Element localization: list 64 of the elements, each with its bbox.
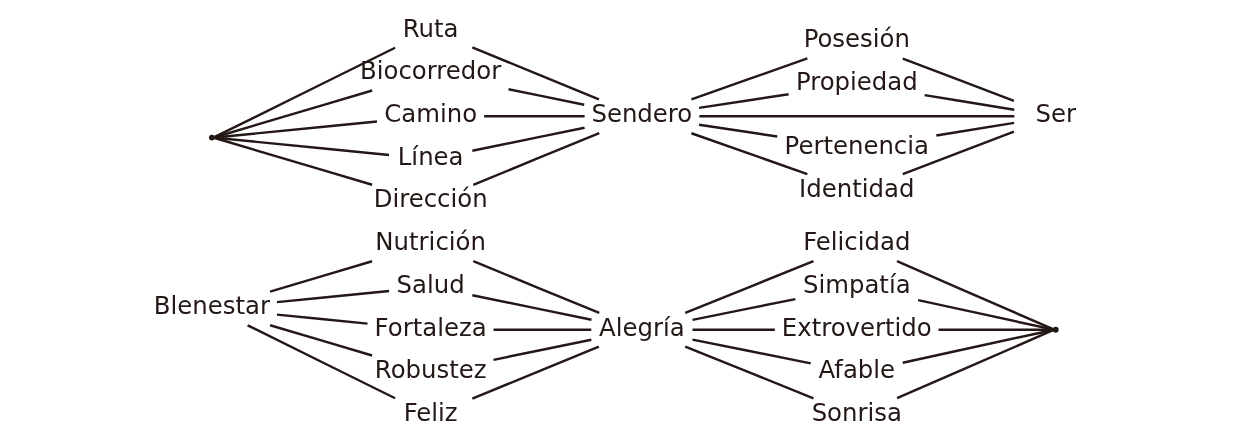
node-text: Blenestar bbox=[153, 291, 270, 321]
node-text: Simpatía bbox=[802, 269, 911, 299]
connector bbox=[902, 328, 1053, 364]
node-text: Biocorredor bbox=[359, 56, 501, 86]
connector bbox=[698, 93, 789, 110]
connector bbox=[213, 89, 372, 139]
node-text: Ruta bbox=[402, 13, 459, 43]
node-text: Dirección bbox=[373, 184, 488, 214]
node-text: Pertenencia bbox=[784, 131, 929, 161]
connector bbox=[492, 338, 592, 362]
node-text: Propiedad bbox=[795, 67, 918, 97]
connector bbox=[471, 345, 599, 400]
node-text: Línea bbox=[397, 141, 464, 171]
node-text: Identidad bbox=[798, 173, 914, 203]
connector bbox=[472, 132, 600, 186]
connector bbox=[276, 313, 368, 325]
connector bbox=[896, 329, 1054, 400]
connector bbox=[276, 289, 389, 304]
connector bbox=[684, 345, 814, 400]
node-text: Fortaleza bbox=[374, 312, 487, 342]
connector bbox=[935, 121, 1014, 137]
connector bbox=[691, 338, 811, 365]
connector bbox=[690, 57, 808, 101]
connector bbox=[901, 57, 1014, 103]
node-text: Feliz bbox=[403, 397, 458, 427]
connector bbox=[690, 132, 808, 176]
connector bbox=[901, 130, 1014, 176]
connector bbox=[213, 136, 372, 186]
node-text: Extrovertido bbox=[781, 312, 932, 342]
node-text: Sonrisa bbox=[811, 397, 902, 427]
node-text: Ser bbox=[1034, 99, 1076, 129]
node-text: Nutrición bbox=[374, 227, 486, 257]
connector bbox=[472, 260, 600, 314]
node-text: Felicidad bbox=[802, 227, 910, 257]
node-text: Robustez bbox=[374, 355, 487, 385]
connector bbox=[471, 294, 592, 321]
connector bbox=[471, 46, 599, 101]
connector bbox=[483, 115, 585, 118]
connector bbox=[691, 297, 796, 322]
connector bbox=[698, 123, 777, 138]
connector bbox=[507, 88, 584, 106]
connector bbox=[896, 260, 1054, 331]
connector bbox=[493, 328, 591, 331]
connector bbox=[213, 46, 396, 139]
node-text: Alegría bbox=[598, 312, 685, 342]
node-point bbox=[208, 134, 215, 141]
node-text: Afable bbox=[817, 355, 895, 385]
connector bbox=[471, 126, 585, 152]
connector bbox=[692, 328, 775, 331]
node-text: Posesión bbox=[803, 24, 910, 54]
node-text: Salud bbox=[396, 269, 465, 299]
connector bbox=[923, 93, 1014, 111]
connector bbox=[214, 120, 377, 139]
node-text: Sendero bbox=[590, 99, 692, 129]
connector bbox=[246, 324, 396, 400]
connector bbox=[214, 136, 389, 157]
node-point bbox=[1052, 326, 1059, 333]
connector bbox=[698, 115, 1014, 118]
connector bbox=[938, 328, 1053, 331]
connector bbox=[269, 324, 372, 357]
connector bbox=[269, 260, 372, 293]
connector bbox=[917, 298, 1054, 331]
node-text: Camino bbox=[383, 99, 477, 129]
connector bbox=[684, 260, 814, 314]
